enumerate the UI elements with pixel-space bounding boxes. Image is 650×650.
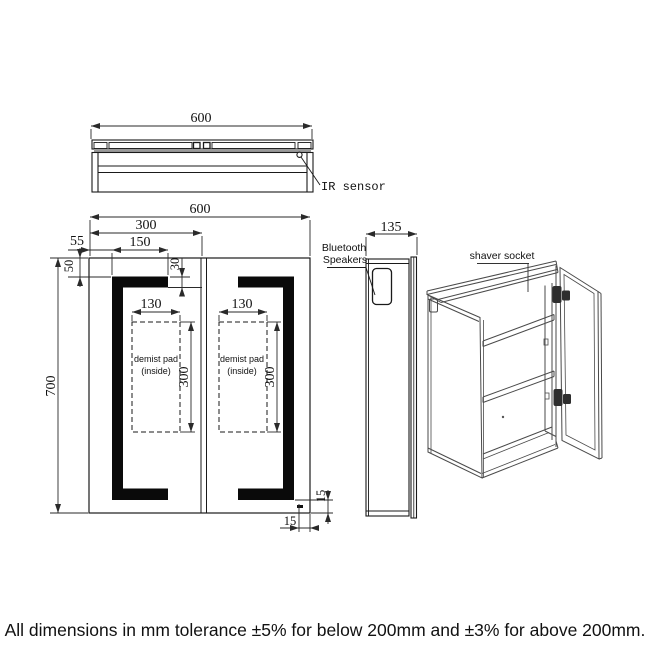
- bottom-edge-dim: 15: [313, 489, 328, 503]
- hinge-top: [552, 286, 562, 303]
- bottom-corner-detail: [297, 505, 303, 508]
- ir-sensor-label: IR sensor: [321, 180, 386, 194]
- front-view-lines: [88, 257, 311, 514]
- led-thickness-dim: 30: [167, 257, 182, 271]
- shelf-pin-top: [543, 338, 549, 346]
- demist-width-dim-right: 130: [231, 297, 253, 312]
- door-width-dim: 300: [135, 218, 157, 233]
- top-view-lines: [91, 139, 321, 193]
- iso-view-lines: [426, 260, 603, 479]
- led-strip-right: [238, 276, 294, 500]
- led-length-dim: 150: [129, 235, 151, 250]
- top-view-dimensions: [90, 123, 313, 139]
- side-view-dimensions: [365, 231, 418, 256]
- iso-hinges: [552, 286, 571, 406]
- top-view-gray-strip: [94, 149, 311, 153]
- front-height-dim: 700: [44, 375, 59, 397]
- hinge-bottom: [553, 389, 563, 406]
- bottom-corner-dim: 15: [283, 514, 297, 528]
- ir-sensor-dot: [296, 151, 303, 158]
- ir-sensor-leader: [300, 156, 321, 186]
- tolerance-note: All dimensions in mm tolerance ±5% for b…: [4, 620, 646, 640]
- demist-pad-label-right: demist pad: [219, 354, 265, 364]
- front-width-dim: 600: [189, 202, 211, 217]
- top-offset-dim: 50: [61, 259, 76, 273]
- bluetooth-label-line2: Speakers: [322, 254, 368, 266]
- bluetooth-label-line1: Bluetooth: [321, 242, 367, 254]
- side-view-lines: [327, 256, 418, 519]
- side-offset-dim: 55: [70, 234, 84, 249]
- front-view-dimensions: [50, 214, 333, 532]
- iso-speaker-cutout: [429, 298, 438, 313]
- demist-pad-label-left: demist pad: [133, 354, 179, 364]
- demist-pad-sublabel-right: (inside): [227, 366, 257, 376]
- demist-pad-right-outline: [218, 321, 268, 433]
- demist-height-dim-right: 300: [263, 366, 278, 388]
- demist-pad-left-outline: [131, 321, 181, 433]
- demist-width-dim-left: 130: [140, 297, 162, 312]
- shaver-socket-label: shaver socket: [469, 250, 535, 262]
- bluetooth-speaker-outline: [371, 267, 393, 306]
- demist-pad-sublabel-left: (inside): [141, 366, 171, 376]
- led-strip-left: [112, 276, 168, 500]
- top-view-width-dim: 600: [190, 111, 212, 126]
- side-depth-dim: 135: [380, 220, 402, 235]
- shelf-pin-bottom: [544, 392, 550, 400]
- demist-height-dim-left: 300: [177, 366, 192, 388]
- bluetooth-speakers-leader: [327, 267, 376, 296]
